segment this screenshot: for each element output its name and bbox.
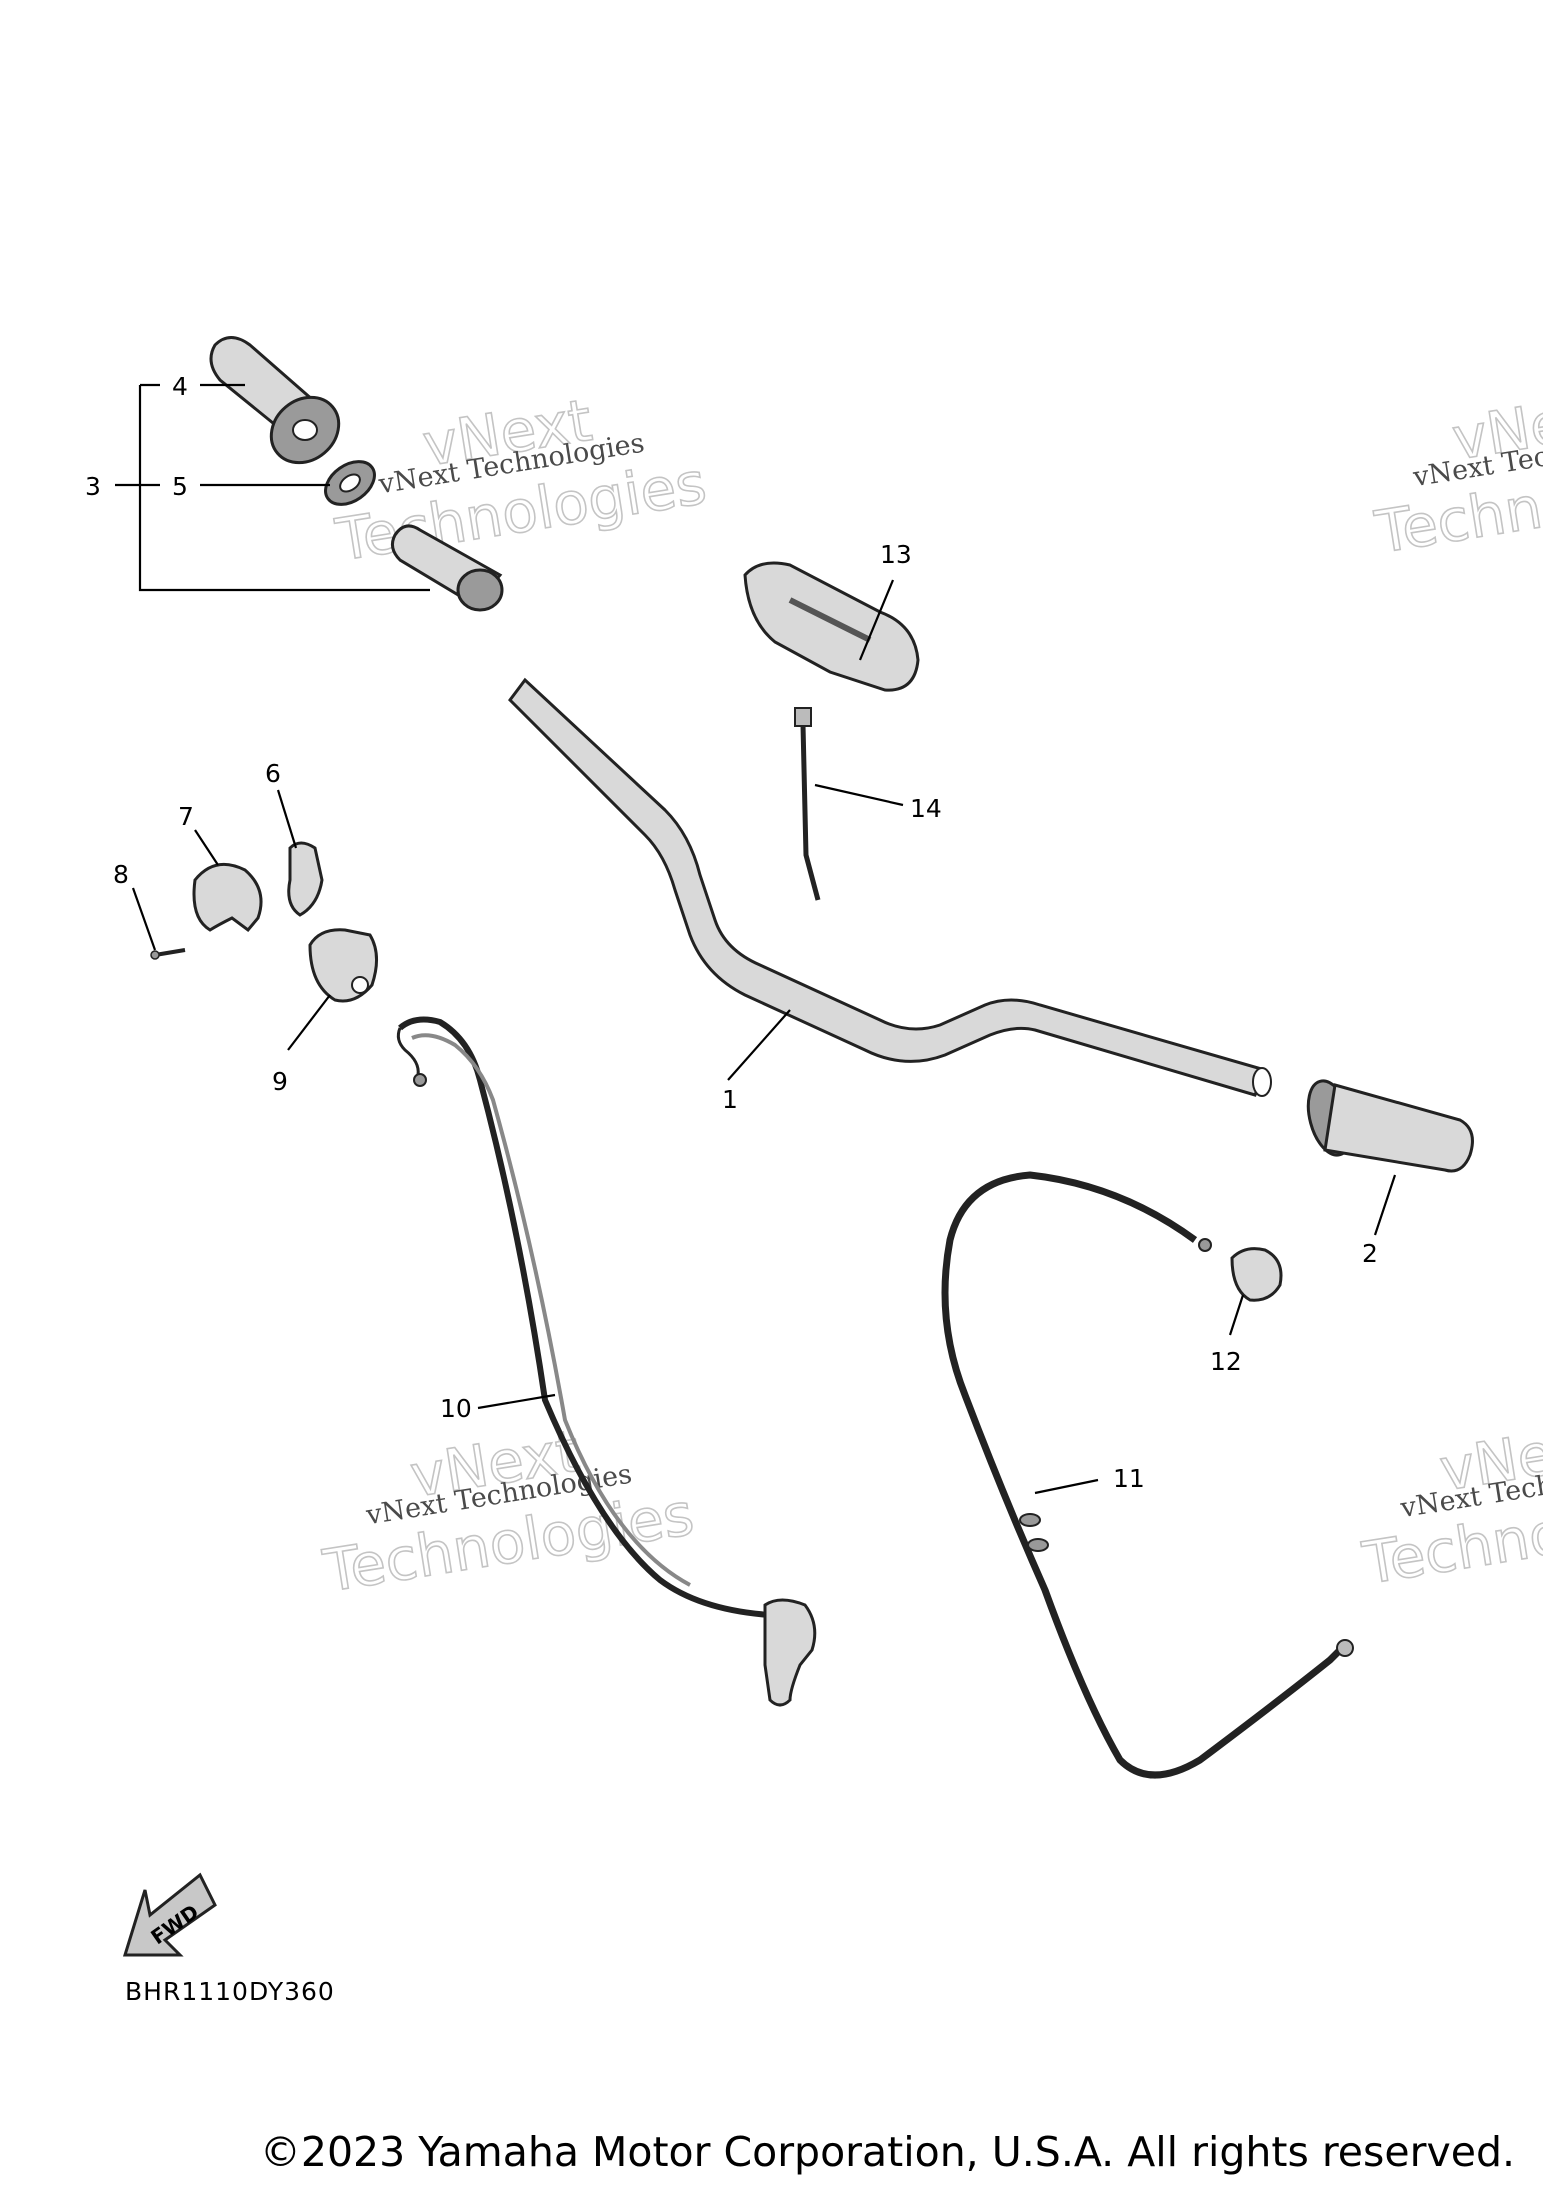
ring-part-5[interactable] — [318, 453, 383, 513]
callout-1: 1 — [722, 1085, 738, 1114]
clutch-cable-part-11[interactable] — [941, 1171, 1354, 1779]
callout-13: 13 — [880, 540, 912, 569]
copyright-notice: ©2023 Yamaha Motor Corporation, U.S.A. A… — [259, 2128, 1515, 2176]
band-part-14[interactable] — [794, 707, 821, 901]
throttle-cables-part-10[interactable] — [396, 1016, 817, 1707]
callout-9: 9 — [272, 1067, 288, 1096]
clamp-part-6[interactable] — [287, 841, 324, 917]
callout-6: 6 — [265, 759, 281, 788]
callout-7: 7 — [178, 802, 194, 831]
callout-8: 8 — [113, 860, 129, 889]
screw-part-8[interactable] — [150, 948, 186, 960]
callout-14: 14 — [910, 794, 942, 823]
cover-part-13[interactable] — [743, 561, 920, 692]
watermark-bottom-left: vNext Technologies vNext Technologies — [318, 1416, 699, 1606]
grip-right-part-2[interactable] — [1301, 1076, 1474, 1173]
diagram-code: BHR1110DY360 — [125, 1977, 335, 2006]
callouts: 1 2 3 4 5 6 7 8 9 10 11 12 13 14 — [85, 372, 1378, 1493]
throttle-tube[interactable] — [390, 524, 504, 612]
callout-2: 2 — [1362, 1239, 1378, 1268]
callout-11: 11 — [1113, 1464, 1145, 1493]
callout-5: 5 — [172, 472, 188, 501]
watermark-bottom-right: vNext Technologies vNext Technologies — [1357, 1410, 1543, 1599]
fwd-arrow-icon: FWD — [122, 1872, 217, 1957]
housing-part-7[interactable] — [192, 862, 263, 933]
grip-left-part-4[interactable] — [209, 336, 352, 477]
handlebar-part-1[interactable] — [508, 677, 1268, 1097]
watermark-top-right: vNext Technologies vNext Technologies — [1370, 379, 1543, 568]
leader-lines — [115, 383, 1397, 1495]
callout-12: 12 — [1210, 1347, 1242, 1376]
callout-10: 10 — [440, 1394, 472, 1423]
callout-4: 4 — [172, 372, 188, 401]
watermark-top-left: vNext Technologies vNext Technologies — [330, 385, 711, 575]
housing-part-9[interactable] — [308, 928, 378, 1003]
callout-3: 3 — [85, 472, 101, 501]
adjuster-part-12[interactable] — [1230, 1247, 1283, 1302]
